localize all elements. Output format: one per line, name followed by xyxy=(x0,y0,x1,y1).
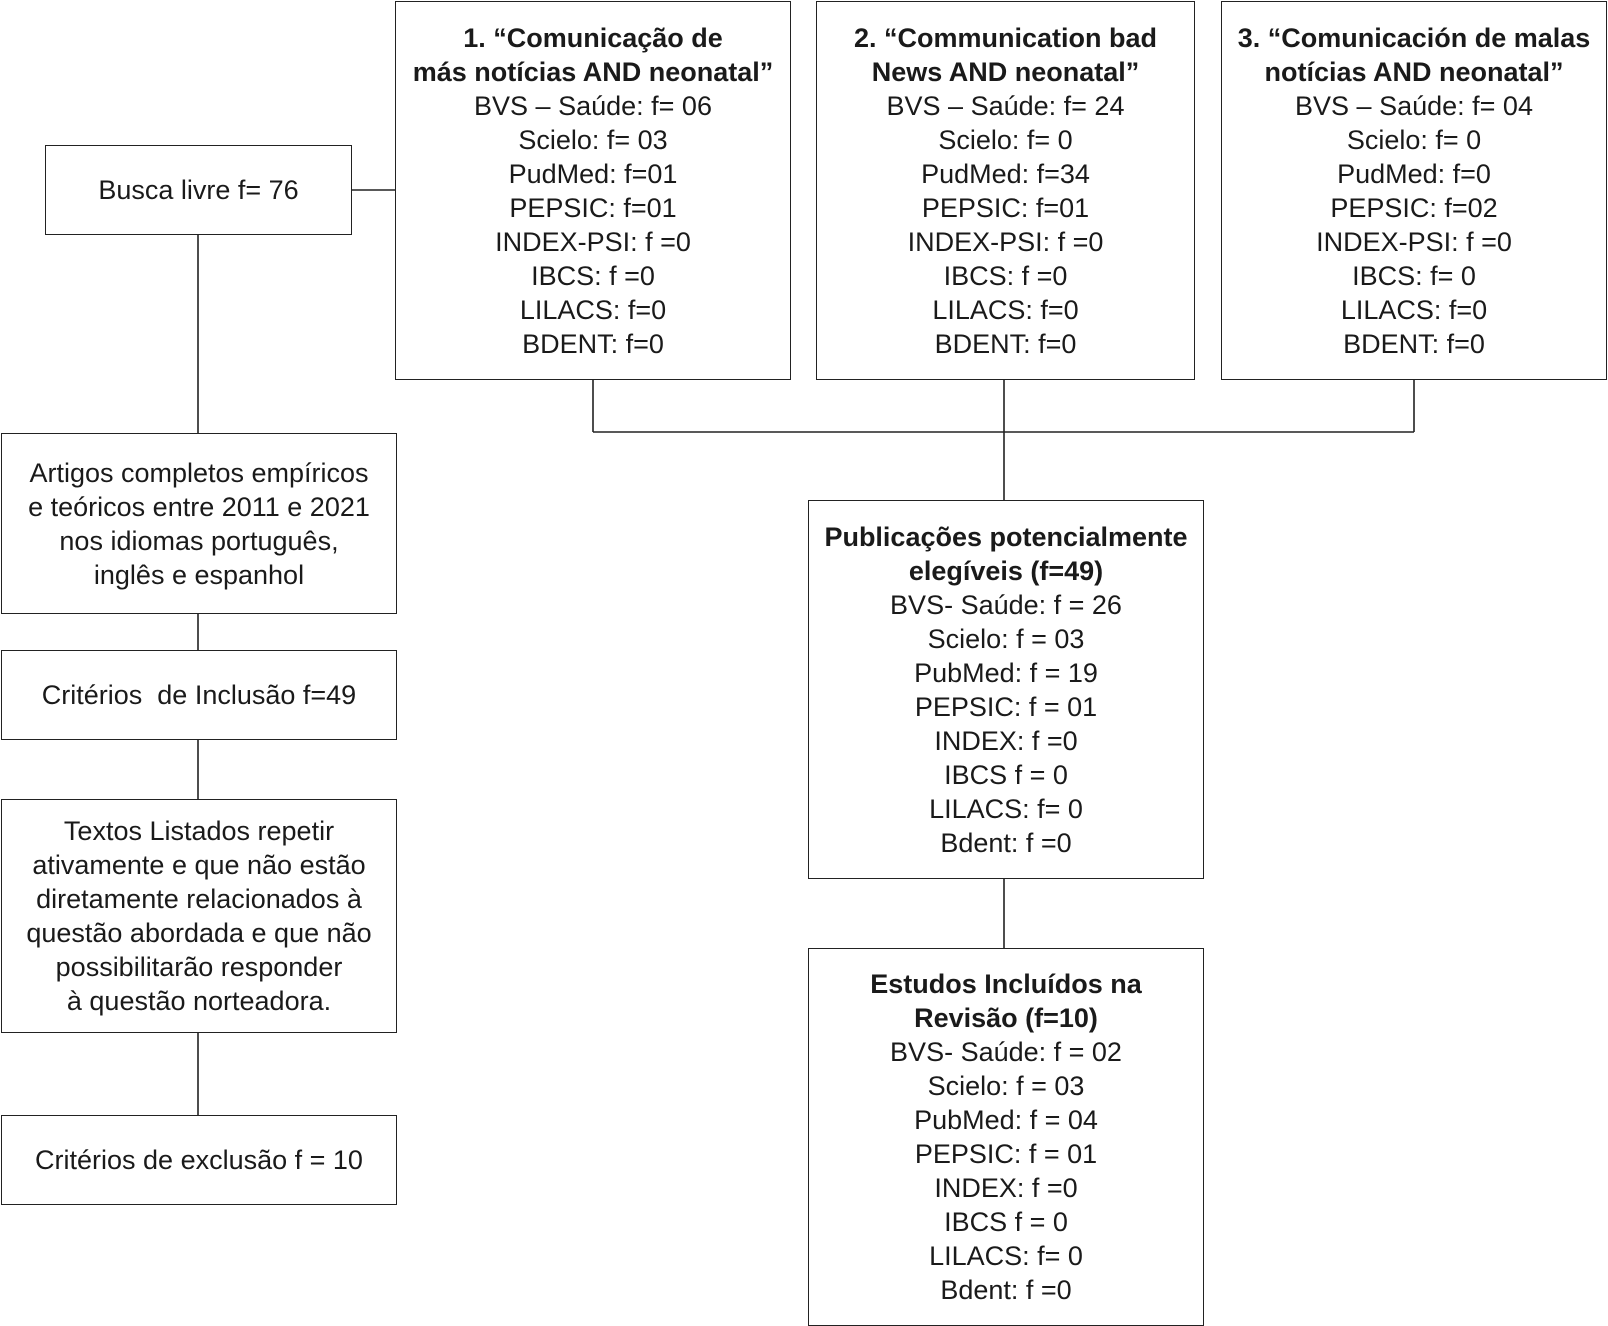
query3-box: 3. “Comunicación de malas notícias AND n… xyxy=(1221,1,1607,380)
eligible-count-bdent: Bdent: f =0 xyxy=(940,827,1072,858)
included-count-ibcs: IBCS f = 0 xyxy=(944,1207,1068,1237)
included-count-index: INDEX: f =0 xyxy=(934,1173,1078,1203)
listed-line-1: Textos Listados repetir xyxy=(63,816,335,846)
eligible-title-line-1: Publicações potencialmente xyxy=(824,521,1188,552)
query2-count-bvs: BVS – Saúde: f= 24 xyxy=(886,90,1125,121)
query1-count-scielo: Scielo: f= 03 xyxy=(518,124,668,155)
listed-line-3: diretamente relacionados à xyxy=(36,884,362,914)
eligible-count-ibcs: IBCS f = 0 xyxy=(944,759,1068,790)
free-search-box: Busca livre f= 76 xyxy=(45,145,352,235)
eligible-count-pubmed: PubMed: f = 19 xyxy=(914,657,1098,688)
query1-count-lilacs: LILACS: f=0 xyxy=(519,294,667,325)
query2-title-line-2: News AND neonatal” xyxy=(871,56,1140,87)
articles-criteria-box: Artigos completos empíricos e teóricos e… xyxy=(1,433,397,614)
exclusion-label: Critérios de exclusão f = 10 xyxy=(35,1145,363,1175)
query1-title-line-1: 1. “Comunicação de xyxy=(463,22,723,53)
included-count-pepsic: PEPSIC: f = 01 xyxy=(914,1139,1098,1169)
query3-title-line-1: 3. “Comunicación de malas xyxy=(1237,22,1591,53)
query2-box: 2. “Communication bad News AND neonatal”… xyxy=(816,1,1195,380)
query1-count-pubmed: PudMed: f=01 xyxy=(508,158,678,189)
query1-title-line-2: más notícias AND neonatal” xyxy=(412,56,774,87)
articles-line-2: e teóricos entre 2011 e 2021 xyxy=(28,491,370,522)
eligible-count-pepsic: PEPSIC: f = 01 xyxy=(914,691,1098,722)
included-count-scielo: Scielo: f = 03 xyxy=(927,1071,1085,1101)
query3-count-lilacs: LILACS: f=0 xyxy=(1340,294,1488,325)
query2-count-pubmed: PudMed: f=34 xyxy=(921,158,1090,189)
query3-count-pubmed: PudMed: f=0 xyxy=(1337,158,1491,189)
query3-count-scielo: Scielo: f= 0 xyxy=(1346,124,1482,155)
inclusion-label: Critérios de Inclusão f=49 xyxy=(41,680,357,710)
query1-count-bdent: BDENT: f=0 xyxy=(522,328,664,359)
query3-count-bvs: BVS – Saúde: f= 04 xyxy=(1295,90,1533,121)
query1-count-ibcs: IBCS: f =0 xyxy=(531,260,655,291)
articles-line-1: Artigos completos empíricos xyxy=(29,457,369,488)
articles-line-3: nos idiomas português, xyxy=(59,525,339,556)
exclusion-criteria-box: Critérios de exclusão f = 10 xyxy=(1,1115,397,1205)
listed-line-4: questão abordada e que não xyxy=(26,918,372,948)
query2-count-pepsic: PEPSIC: f=01 xyxy=(921,192,1090,223)
query3-title-line-2: notícias AND neonatal” xyxy=(1264,56,1564,87)
query2-count-ibcs: IBCS: f =0 xyxy=(943,260,1068,291)
included-count-bvs: BVS- Saúde: f = 02 xyxy=(890,1037,1122,1067)
included-count-pubmed: PubMed: f = 04 xyxy=(914,1105,1098,1135)
eligible-publications-box: Publicações potencialmente elegíveis (f=… xyxy=(808,500,1204,879)
query1-count-indexpsi: INDEX-PSI: f =0 xyxy=(495,226,691,257)
query1-count-bvs: BVS – Saúde: f= 06 xyxy=(474,90,712,121)
eligible-count-lilacs: LILACS: f= 0 xyxy=(929,793,1083,824)
query3-count-pepsic: PEPSIC: f=02 xyxy=(1330,192,1498,223)
eligible-count-scielo: Scielo: f = 03 xyxy=(927,623,1085,654)
articles-line-4: inglês e espanhol xyxy=(93,559,305,590)
eligible-count-bvs: BVS- Saúde: f = 26 xyxy=(890,589,1122,620)
included-title-line-2: Revisão (f=10) xyxy=(914,1003,1098,1033)
query2-count-bdent: BDENT: f=0 xyxy=(934,328,1077,359)
query1-count-pepsic: PEPSIC: f=01 xyxy=(509,192,677,223)
query3-count-bdent: BDENT: f=0 xyxy=(1343,328,1485,359)
query3-count-indexpsi: INDEX-PSI: f =0 xyxy=(1316,226,1512,257)
listed-line-6: à questão norteadora. xyxy=(66,986,332,1016)
included-title-line-1: Estudos Incluídos na xyxy=(870,969,1142,999)
listed-line-2: ativamente e que não estão xyxy=(32,850,366,880)
listed-line-5: possibilitarão responder xyxy=(55,952,343,982)
included-studies-box: Estudos Incluídos na Revisão (f=10) BVS-… xyxy=(808,948,1204,1326)
query1-box: 1. “Comunicação de más notícias AND neon… xyxy=(395,1,791,380)
included-count-lilacs: LILACS: f= 0 xyxy=(929,1241,1083,1271)
query2-count-indexpsi: INDEX-PSI: f =0 xyxy=(907,226,1104,257)
query2-count-scielo: Scielo: f= 0 xyxy=(938,124,1073,155)
included-count-bdent: Bdent: f =0 xyxy=(940,1275,1072,1305)
free-search-label: Busca livre f= 76 xyxy=(98,175,299,205)
listed-texts-box: Textos Listados repetir ativamente e que… xyxy=(1,799,397,1033)
inclusion-criteria-box: Critérios de Inclusão f=49 xyxy=(1,650,397,740)
query2-count-lilacs: LILACS: f=0 xyxy=(932,294,1079,325)
eligible-title-line-2: elegíveis (f=49) xyxy=(908,555,1104,586)
query3-count-ibcs: IBCS: f= 0 xyxy=(1352,260,1476,291)
query2-title-line-1: 2. “Communication bad xyxy=(853,22,1158,53)
eligible-count-index: INDEX: f =0 xyxy=(934,725,1078,756)
